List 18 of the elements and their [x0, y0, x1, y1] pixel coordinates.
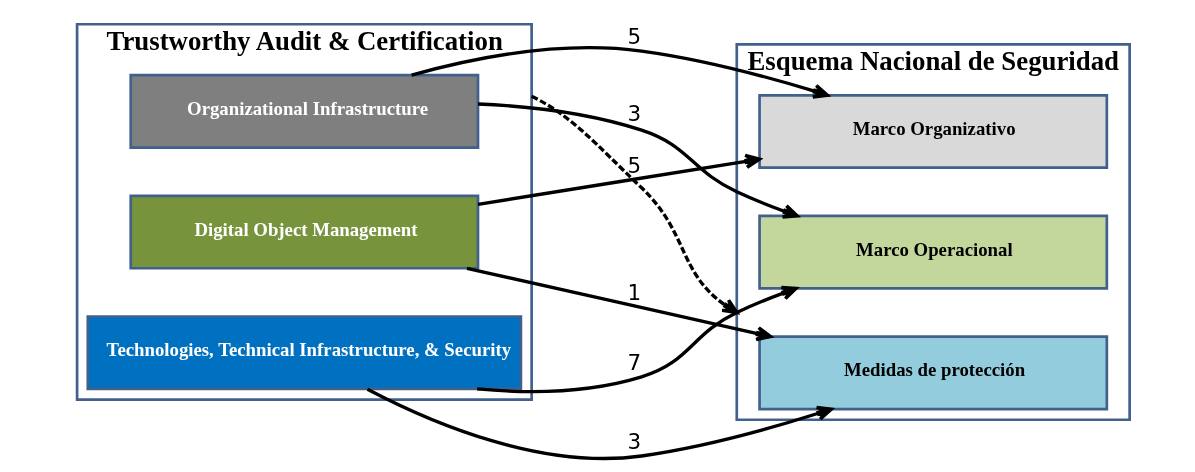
node-box: Organizational Infrastructure: [128, 73, 479, 149]
node-box: Medidas de protección: [757, 335, 1108, 411]
node-box: Digital Object Management: [128, 194, 479, 270]
arrow: [410, 46, 829, 99]
edge-label: 7: [626, 349, 641, 375]
arrow: [476, 285, 798, 394]
edge-label: 3: [626, 429, 641, 454]
arrow: [477, 153, 761, 206]
arrow: [366, 387, 833, 460]
node-box: Technologies, Technical Infrastructure, & Security: [85, 315, 522, 391]
edge-label: 5: [626, 24, 641, 50]
edge-label: 3: [626, 100, 641, 126]
edge-label: 1: [626, 280, 641, 306]
node-box: Marco Operacional: [757, 214, 1108, 290]
edge-label: 5: [626, 152, 641, 178]
arrow: [477, 102, 799, 219]
arrow: [466, 266, 772, 342]
node-box: Marco Organizativo: [757, 93, 1108, 170]
